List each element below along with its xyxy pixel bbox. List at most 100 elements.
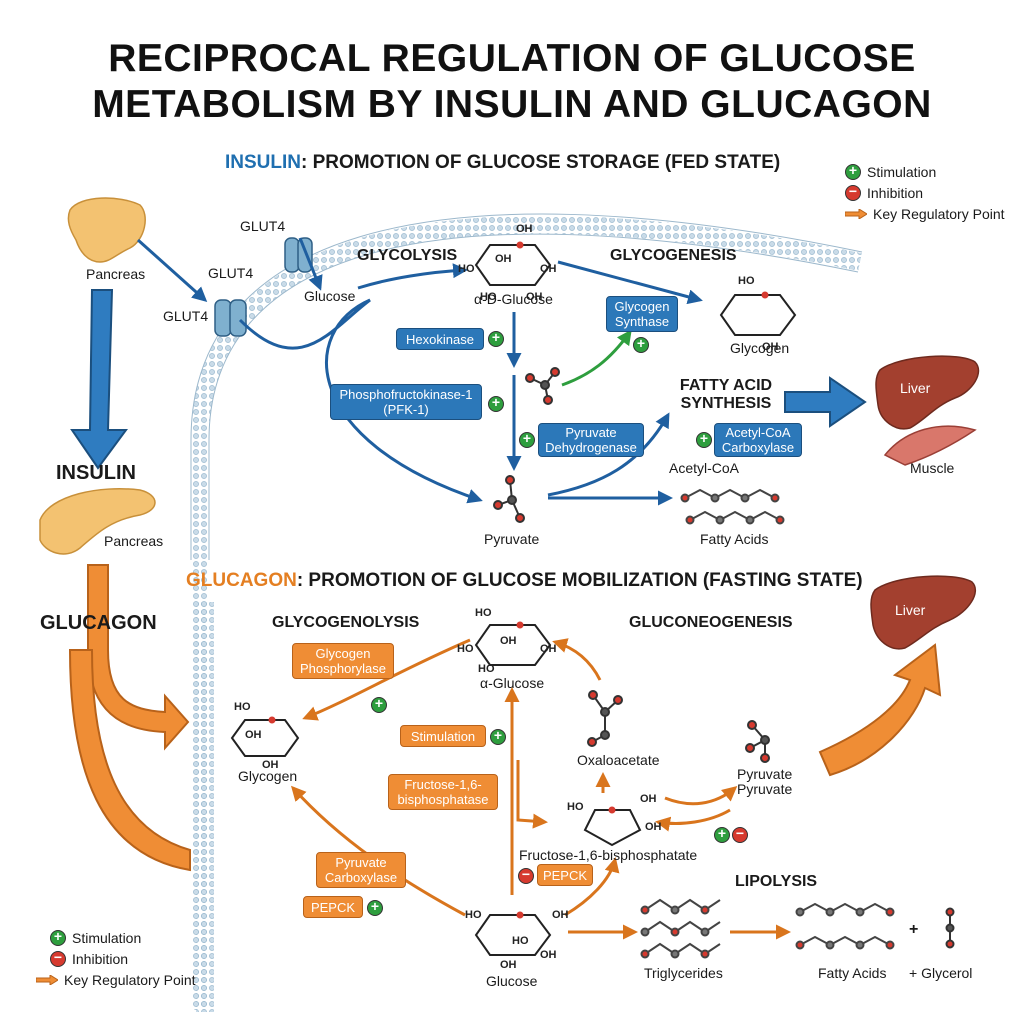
arrow-glut4-glucose <box>298 237 323 291</box>
ring-label: HO <box>480 291 497 303</box>
label-glycogen-top: Glycogen <box>730 340 790 356</box>
arrow-icon <box>845 209 867 219</box>
minus-icon: − <box>732 825 748 843</box>
box-pyruvate-carboxylase: Pyruvate Carboxylase <box>316 852 406 888</box>
ring-alpha-glucose <box>474 621 552 666</box>
cell-membrane-top <box>191 215 862 1010</box>
stim-pyruvate: + <box>714 825 730 848</box>
glucagon-return-arrow <box>68 649 191 872</box>
molecule-triglycerides <box>640 898 721 959</box>
liver-top-shape <box>875 355 980 430</box>
ring-alpha-d-glucose <box>474 241 552 286</box>
ring-label: HO <box>567 801 584 813</box>
insulin-section-header: INSULIN: PROMOTION OF GLUCOSE STORAGE (F… <box>225 152 780 174</box>
label-pyruvate-2: Pyruvate <box>737 781 793 797</box>
label-fatty-acid-synthesis: FATTY ACID SYNTHESIS <box>679 377 773 412</box>
label-muscle: Muscle <box>910 460 955 476</box>
box-pepck-b: PEPCK <box>303 896 363 918</box>
stim-stimulation-box: + <box>490 727 506 750</box>
arrow-pancreas-to-glut4 <box>136 238 208 303</box>
label-glycogenesis: GLYCOGENESIS <box>610 247 737 264</box>
liver-bottom-shape <box>870 575 977 650</box>
box-acetyl-coa-carboxylase: Acetyl-CoA Carboxylase <box>714 423 802 457</box>
box-glycogen-phosphorylase: Glycogen Phosphorylase <box>292 643 394 679</box>
molecule-pyruvate-bottom <box>745 720 770 763</box>
insulin-big-arrow <box>70 289 128 470</box>
liver-return-arrow <box>818 643 942 777</box>
label-alpha-glucose: α-Glucose <box>480 675 545 691</box>
ring-label: HO <box>457 643 474 655</box>
insulin-highlight: INSULIN <box>225 152 301 173</box>
stim-pfk1: + <box>488 394 504 417</box>
label-pyruvate-1: Pyruvate <box>737 766 793 782</box>
label-oxaloacetate: Oxaloacetate <box>577 752 660 768</box>
label-glucose-bottom: Glucose <box>486 973 538 989</box>
arrow-alpha-to-glycogen-bottom <box>302 638 471 721</box>
label-glut4-a: GLUT4 <box>240 218 286 234</box>
plus-icon: + <box>50 928 66 946</box>
label-gluconeogenesis: GLUCONEOGENESIS <box>629 614 793 631</box>
plus-icon: + <box>367 898 383 916</box>
page-title: RECIPROCAL REGULATION OF GLUCOSE METABOL… <box>0 36 1024 128</box>
molecule-glycerol <box>945 907 955 949</box>
ring-label: HO <box>234 701 251 713</box>
label-liver-top: Liver <box>900 380 931 396</box>
inhib-pyruvate: − <box>732 825 748 848</box>
ring-label: OH <box>540 643 557 655</box>
ring-label: OH <box>516 223 533 235</box>
ring-label: OH <box>262 759 279 771</box>
label-fatty-acids-bottom: Fatty Acids <box>818 965 887 981</box>
ring-label: OH <box>500 959 517 971</box>
arrow-glucose-to-alpha <box>357 263 468 290</box>
pancreas-bottom-shape <box>39 488 156 555</box>
label-glycogenolysis: GLYCOGENOLYSIS <box>272 614 420 631</box>
arrow-gluconeo-to-alpha <box>552 638 602 681</box>
ring-label: OH <box>526 291 543 303</box>
ring-label: OH <box>245 729 262 741</box>
box-pyruvate-dehydrogenase: Pyruvate Dehydrogenase <box>538 423 644 457</box>
label-pancreas-bottom: Pancreas <box>104 533 164 549</box>
arrow-f16bp-to-synthase <box>561 329 632 387</box>
arrow-glut4-loop <box>238 298 483 504</box>
molecule-fatty-acids-top <box>680 488 785 525</box>
cell-membrane-top-edge <box>190 213 863 560</box>
minus-icon: − <box>50 949 66 967</box>
arrow-icon <box>36 975 58 985</box>
ring-label: HO <box>458 263 475 275</box>
arrow-alpha-to-glycogen <box>557 260 703 305</box>
stim-phosphorylase: + <box>371 695 387 718</box>
cell-membrane-top-edge2 <box>208 233 859 560</box>
ring-label: OH <box>500 635 517 647</box>
label-liver-bottom: Liver <box>895 602 926 618</box>
box-stimulation: Stimulation <box>400 725 486 747</box>
stim-pdh: + <box>519 430 535 453</box>
ring-label: OH <box>495 253 512 265</box>
plus-icon: + <box>488 394 504 412</box>
label-pyruvate-top: Pyruvate <box>484 531 540 547</box>
arrow-to-fructose <box>516 760 548 829</box>
box-fbpase: Fructose-1,6-bisphosphatase <box>388 774 498 810</box>
inhib-pepck: − <box>518 866 534 889</box>
label-glut4-c: GLUT4 <box>163 308 209 324</box>
label-fatty-acids-top: Fatty Acids <box>700 531 769 547</box>
pancreas-top-shape <box>67 197 146 263</box>
stim-hexokinase: + <box>488 329 504 352</box>
arrow-glucose-to-fructose <box>564 857 620 917</box>
ring-label: OH <box>762 341 779 353</box>
glucagon-big-arrow <box>87 564 190 751</box>
ring-label: HO <box>738 275 755 287</box>
box-hexokinase: Hexokinase <box>396 328 484 350</box>
plus-icon: + <box>490 727 506 745</box>
label-plus-sign: + <box>909 921 919 938</box>
label-acetyl-coa: Acetyl-CoA <box>669 460 740 476</box>
label-pancreas-top: Pancreas <box>86 266 146 282</box>
legend-stimulation-top: +Stimulation <box>845 162 936 180</box>
glucagon-highlight: GLUCAGON <box>186 570 297 591</box>
title-line-2: METABOLISM BY INSULIN AND GLUCAGON <box>92 83 932 126</box>
arrow-to-liver-muscle <box>784 376 867 428</box>
stim-pepck-b: + <box>367 898 383 921</box>
molecule-oxaloacetate <box>587 690 623 747</box>
ring-fructose-bp <box>583 806 642 847</box>
molecule-fatty-acids-bottom <box>795 902 895 950</box>
